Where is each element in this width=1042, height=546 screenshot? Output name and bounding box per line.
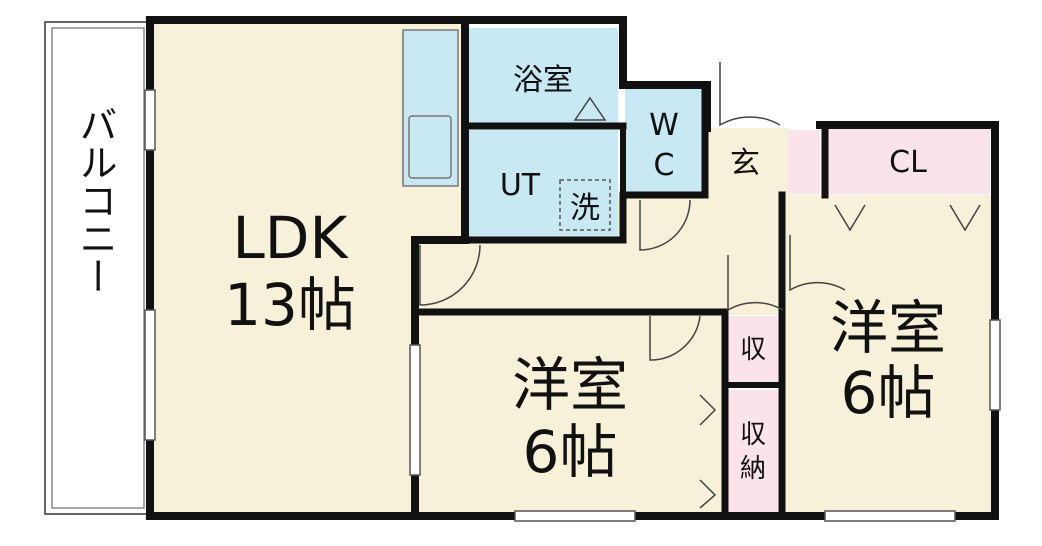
- kitchen-sink: [408, 115, 452, 179]
- entrance-label: 玄: [730, 146, 760, 181]
- balcony-label: バルコニー: [73, 105, 117, 295]
- western-room-2-size: 6帖: [841, 359, 936, 427]
- western-room-1-size: 6帖: [523, 418, 618, 486]
- storage-1-label: 収: [740, 335, 766, 365]
- balcony-area: [44, 21, 151, 515]
- bathroom-floor: [468, 28, 618, 126]
- western-room-2-name: 洋室: [830, 294, 946, 362]
- western-room-2-floor: [785, 195, 995, 514]
- ldk-name: LDK: [232, 204, 349, 272]
- storage-2-label-2: 納: [740, 454, 766, 484]
- storage-1-floor: [728, 316, 778, 382]
- windows: [144, 89, 1001, 522]
- door-swings: [419, 62, 981, 509]
- ldk-size: 13帖: [224, 271, 356, 339]
- closet-label: CL: [889, 145, 927, 180]
- bathroom-label: 浴室: [513, 63, 573, 98]
- hall-floor-2: [620, 195, 785, 315]
- entrance-floor: [705, 128, 790, 198]
- storage-2-label-1: 収: [740, 420, 766, 450]
- washer-space: [559, 179, 611, 231]
- toilet-label-w: W: [649, 108, 679, 143]
- storage-2-floor: [728, 390, 778, 512]
- western-room-1-floor: [415, 312, 725, 514]
- entrance-shelf: [788, 130, 820, 194]
- toilet-floor: [625, 88, 703, 198]
- washer-label: 洗: [570, 191, 600, 226]
- toilet-label-c: C: [654, 148, 675, 183]
- balcony-rail: [51, 27, 145, 509]
- utility-label: UT: [500, 168, 541, 203]
- closet-floor: [828, 128, 990, 194]
- western-room-1-name: 洋室: [512, 351, 628, 419]
